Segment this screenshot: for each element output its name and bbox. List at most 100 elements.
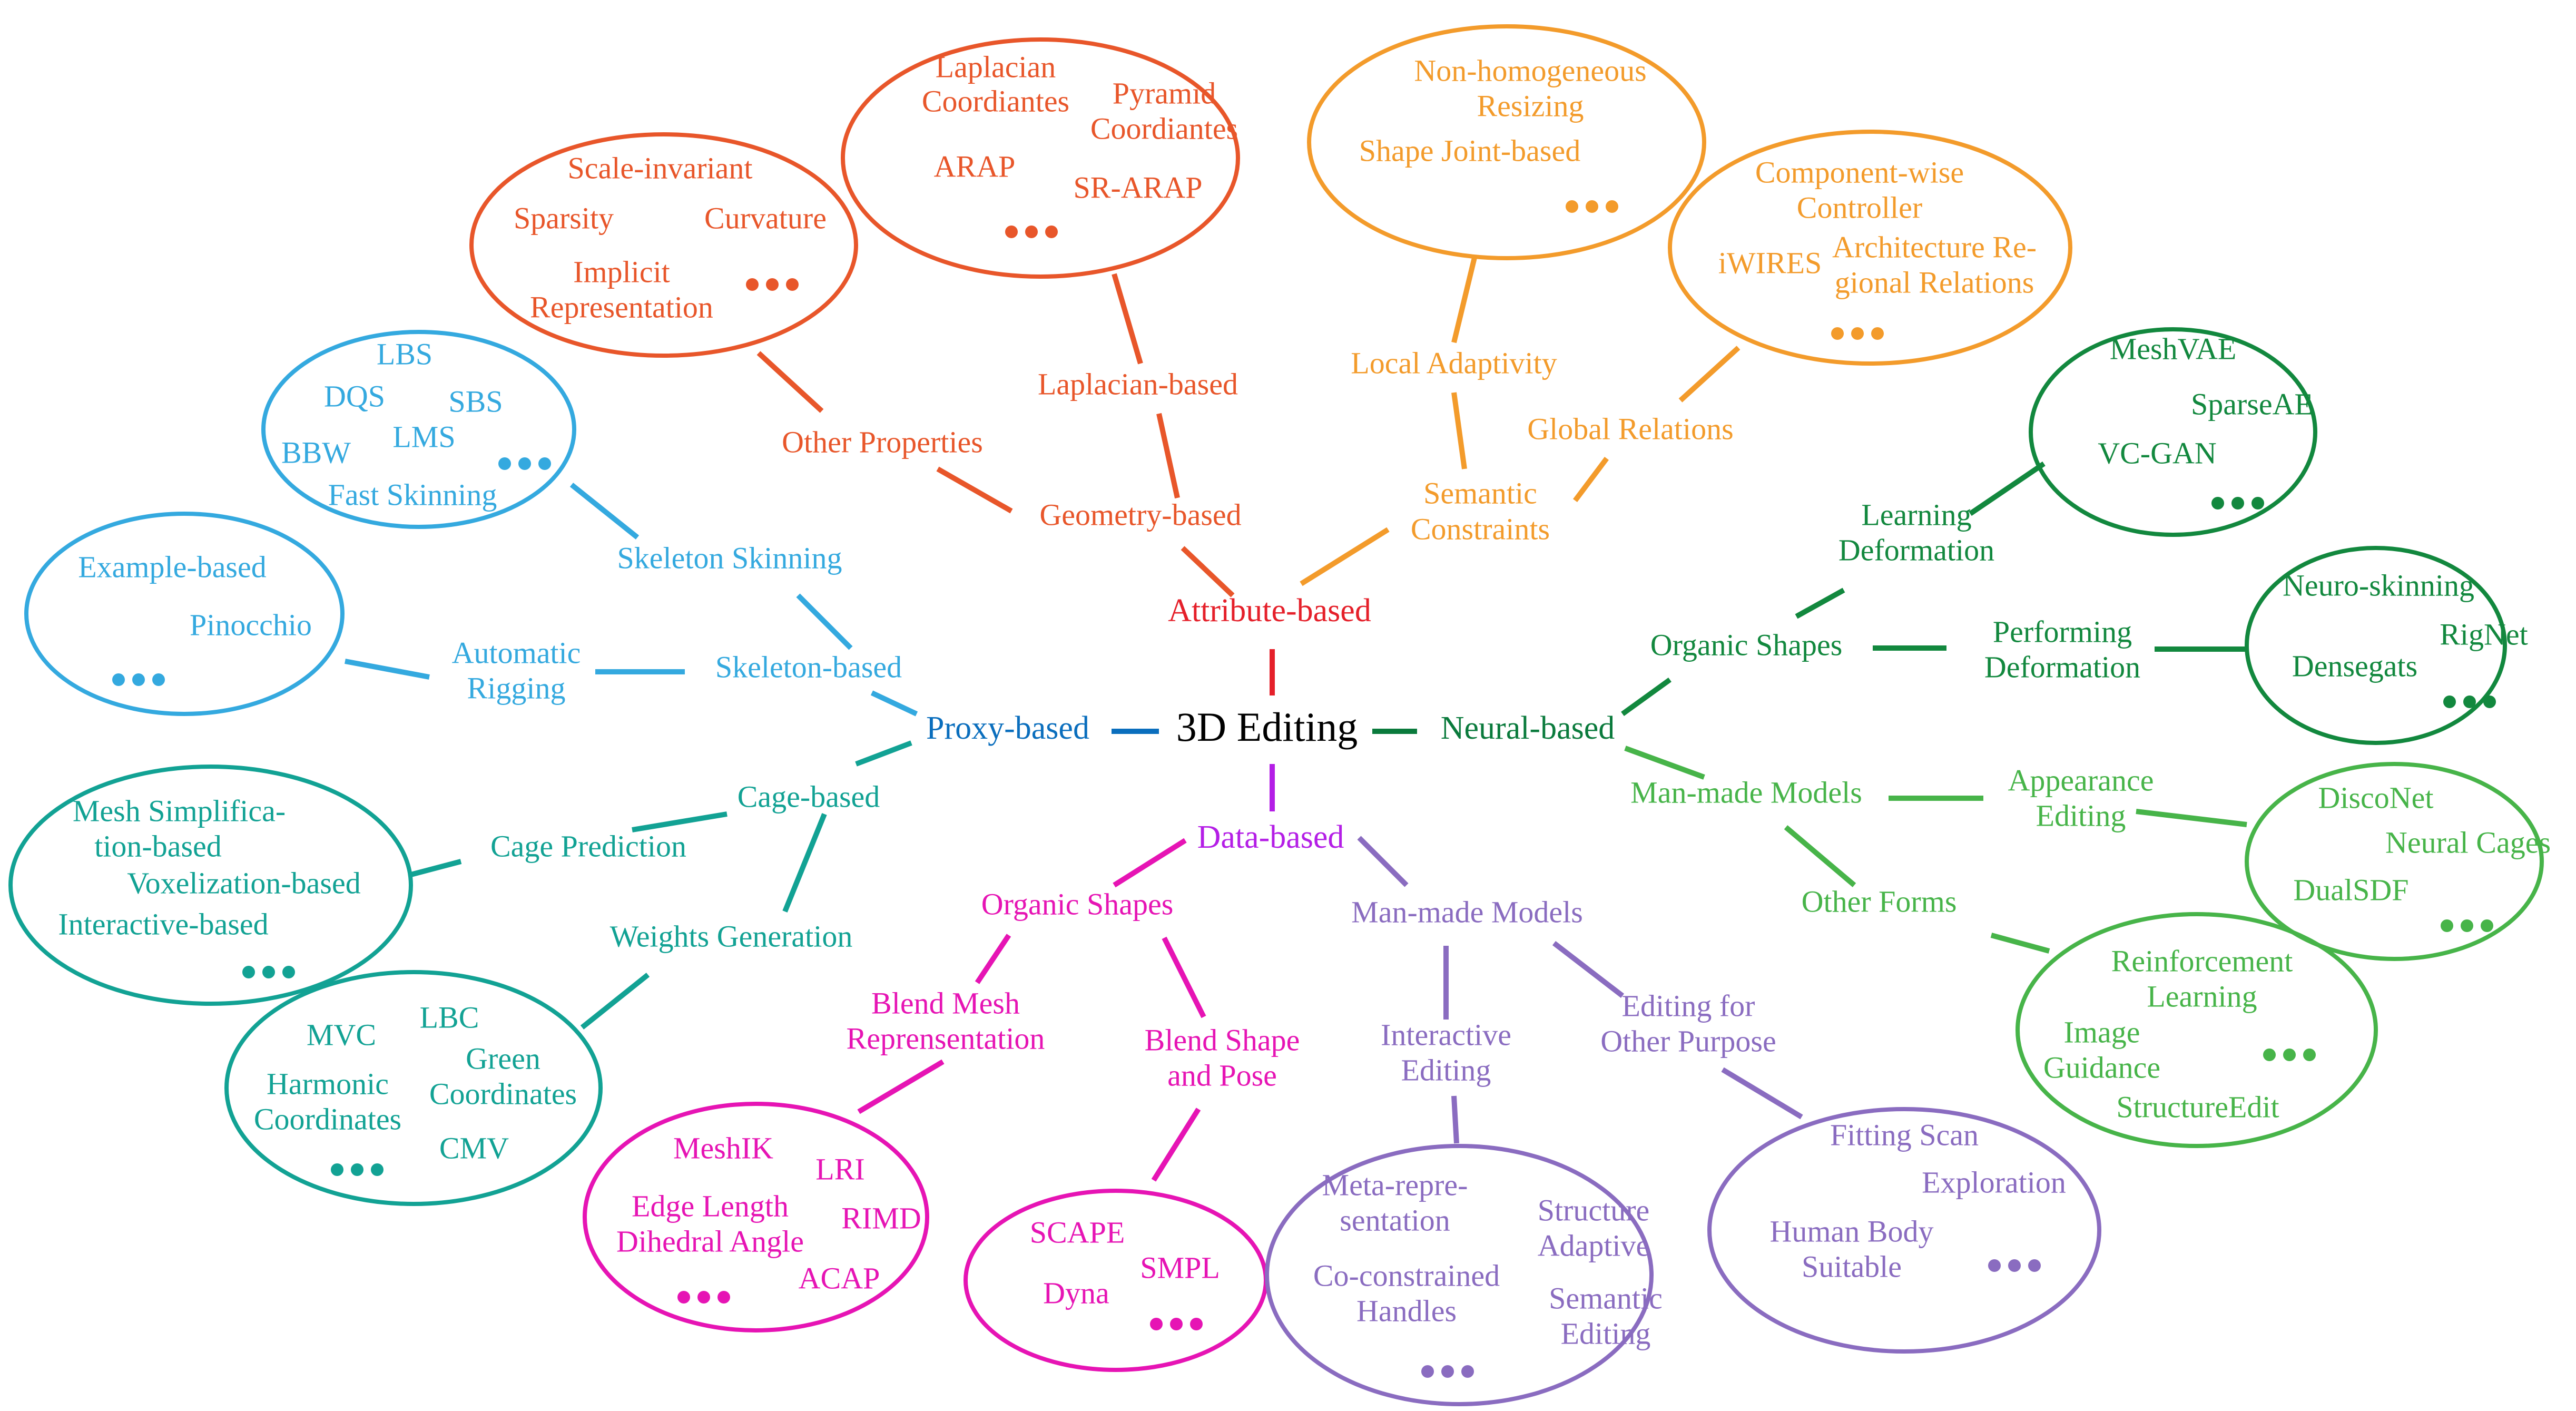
more-icon: [746, 278, 799, 291]
more-icon: [2211, 497, 2264, 509]
category-global-relations: Global Relations: [1527, 411, 1733, 446]
leaves-local-adaptivity: Non-homogeneous Resizing Shape Joint-bas…: [1359, 53, 1647, 168]
leaf-text: MeshIK: [673, 1131, 773, 1165]
link-geometry-laplacian: [1156, 413, 1180, 499]
link-weights-ellipse: [580, 973, 650, 1030]
link-cage-prediction: [632, 811, 727, 832]
link-attribute-geometry: [1181, 546, 1235, 597]
leaf-text: Learning: [2147, 979, 2257, 1013]
leaf-text: Edge Length: [632, 1189, 789, 1223]
leaf-text: Coordinates: [254, 1102, 401, 1136]
ellipse-appearance-editing: [2245, 762, 2544, 961]
leaf-text: SMPL: [1140, 1250, 1220, 1285]
more-icon: [1988, 1259, 2041, 1272]
data-categories: Organic Shapes Blend Mesh Reprensentatio…: [847, 887, 1776, 1092]
leaf-text: Adaptive: [1538, 1228, 1650, 1262]
link-prediction-ellipse: [410, 859, 462, 877]
more-icon: [1150, 1318, 1203, 1330]
category-cage-based: Cage-based: [738, 779, 880, 814]
more-icon: [498, 457, 551, 470]
leaf-text: MVC: [307, 1017, 376, 1052]
branch-proxy-based: Proxy-based: [926, 710, 1089, 746]
ellipsis-dots: [112, 200, 2496, 1378]
category-other-properties: Other Properties: [782, 425, 983, 459]
category-organic-shapes-data: Organic Shapes: [981, 887, 1174, 921]
leaf-text: Scale-invariant: [567, 151, 752, 185]
leaf-text: Coordinates: [429, 1076, 577, 1111]
leaves-learning-deformation: MeshVAE SparseAE VC-GAN: [2098, 331, 2313, 470]
leaves-automatic-rigging: Example-based Pinocchio: [78, 550, 312, 642]
proxy-categories: Skeleton-based Skeleton Skinning Automat…: [452, 541, 902, 953]
link-appearance-ellipse: [2136, 809, 2247, 827]
link-global-ellipse: [1678, 346, 1741, 403]
leaf-text: LBC: [420, 1000, 479, 1034]
category-performing-deformation-line2: Deformation: [1984, 650, 2140, 684]
leaf-text: Meta-repre-: [1322, 1168, 1468, 1202]
leaf-text: RigNet: [2440, 617, 2528, 651]
link-other-purpose-ellipse: [1721, 1067, 1803, 1120]
leaves-performing-deformation: Neuro-skinning RigNet Densegats: [2283, 568, 2528, 683]
ellipse-other-forms: [2015, 912, 2378, 1148]
leaf-text: Suitable: [1802, 1249, 1902, 1283]
more-icon: [677, 1291, 730, 1304]
category-blend-shape-line1: Blend Shape: [1145, 1023, 1300, 1057]
link-other-ellipse: [756, 351, 824, 413]
leaf-text: Handles: [1356, 1294, 1457, 1328]
link-proxy-cage: [855, 740, 912, 767]
leaf-text: Representation: [530, 290, 713, 324]
link-semantic-local: [1451, 392, 1467, 469]
leaf-text: DQS: [324, 379, 385, 413]
leaf-text: LBS: [377, 337, 432, 371]
category-weights-generation: Weights Generation: [610, 919, 853, 953]
branch-neural-based: Neural-based: [1441, 710, 1615, 746]
ellipse-learning-deformation: [2029, 327, 2317, 537]
category-manmade-models-data: Man-made Models: [1351, 895, 1583, 929]
leaf-text: SCAPE: [1030, 1215, 1125, 1249]
leaf-text: Editing: [1561, 1316, 1651, 1350]
category-editing-other-line2: Other Purpose: [1600, 1024, 1776, 1058]
leaves-interactive-editing: Meta-repre- sentation Structure Adaptive…: [1313, 1168, 1663, 1350]
link-manmade-other: [1552, 941, 1625, 998]
category-skeleton-based: Skeleton-based: [715, 650, 902, 684]
leaves-blend-mesh: MeshIK LRI Edge Length Dihedral Angle RI…: [616, 1131, 921, 1295]
link-interactive-ellipse: [1451, 1095, 1459, 1144]
leaf-text: Fast Skinning: [328, 477, 497, 512]
leaves-global-relations: Component-wise Controller iWIRES Archite…: [1718, 155, 2037, 299]
leaves-weights-generation: MVC LBC Green Coordinates Harmonic Coord…: [254, 1000, 577, 1165]
link-attribute-semantic: [1300, 527, 1390, 586]
leaf-text: RIMD: [841, 1201, 921, 1235]
more-icon: [242, 966, 295, 978]
connectors: [345, 254, 2247, 1182]
leaf-text: Human Body: [1770, 1214, 1934, 1248]
leaf-text: Resizing: [1477, 89, 1584, 123]
leaf-text: Fitting Scan: [1830, 1118, 1979, 1152]
category-performing-deformation-line1: Performing: [1993, 614, 2132, 649]
category-interactive-editing-line1: Interactive: [1381, 1017, 1511, 1052]
leaf-text: Structure: [1538, 1193, 1650, 1227]
category-local-adaptivity: Local Adaptivity: [1351, 346, 1557, 380]
link-skinning-ellipse: [569, 483, 640, 540]
leaf-text: Controller: [1797, 190, 1922, 224]
link-manmade-otherforms: [1784, 825, 1856, 887]
link-cage-weights: [782, 813, 827, 913]
category-blend-mesh-line2: Reprensentation: [847, 1021, 1045, 1055]
category-semantic-line2: Constraints: [1411, 512, 1550, 546]
leaves-cage-prediction: Mesh Simplifica- tion-based Voxelization…: [58, 793, 360, 941]
leaves-appearance-editing: DiscoNet Neural Cages DualSDF: [2293, 780, 2551, 907]
leaf-text: Example-based: [78, 550, 267, 584]
leaf-text: Co-constrained: [1313, 1258, 1500, 1292]
category-blend-mesh-line1: Blend Mesh: [871, 986, 1020, 1020]
leaf-text: Laplacian: [936, 50, 1056, 84]
link-data-manmade: [1357, 836, 1409, 887]
category-other-forms: Other Forms: [1802, 884, 1957, 918]
link-neural-organic: [1621, 677, 1672, 717]
attribute-categories: Geometry-based Laplacian-based Other Pro…: [782, 346, 1734, 546]
branch-attribute-based: Attribute-based: [1168, 593, 1371, 629]
leaf-text: CMV: [439, 1131, 509, 1165]
category-editing-other-line1: Editing for: [1622, 988, 1755, 1023]
leaf-text: Neuro-skinning: [2283, 568, 2474, 602]
leaf-text: Neural Cages: [2385, 825, 2551, 859]
link-organic-blendmesh: [975, 934, 1011, 984]
leaf-text: Coordiantes: [922, 84, 1069, 118]
leaf-text: Curvature: [704, 201, 827, 235]
